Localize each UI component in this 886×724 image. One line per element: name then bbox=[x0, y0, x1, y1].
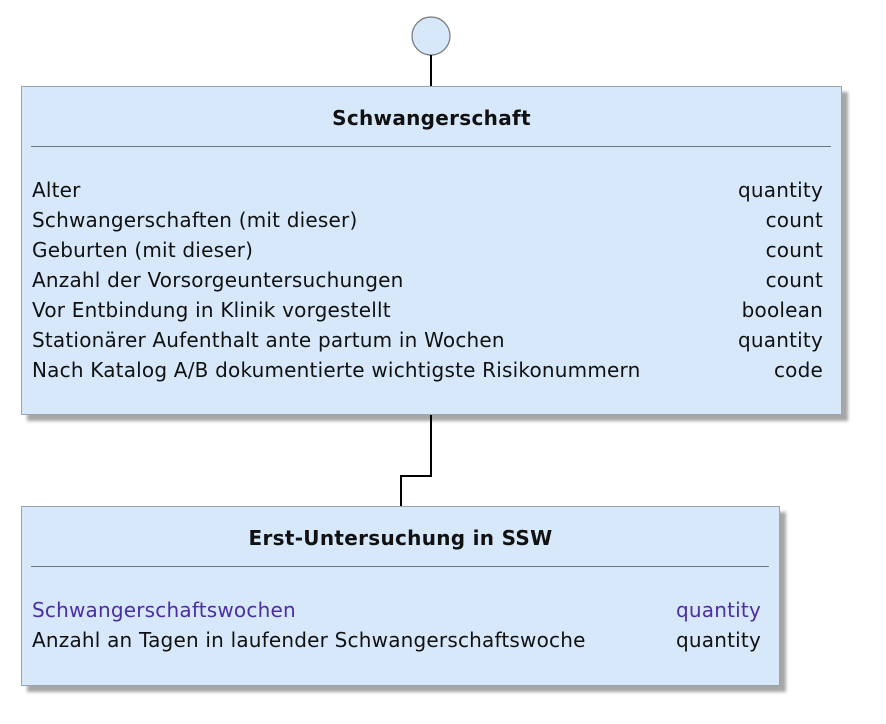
attribute-type: code bbox=[773, 358, 823, 382]
attribute-name: Nach Katalog A/B dokumentierte wichtigst… bbox=[32, 358, 641, 382]
attribute-row[interactable]: Schwangerschaften (mit dieser) count bbox=[32, 205, 823, 235]
attribute-type: quantity bbox=[738, 328, 823, 352]
class-title: Erst-Untersuchung in SSW bbox=[248, 526, 553, 550]
attribute-row[interactable]: Stationärer Aufenthalt ante partum in Wo… bbox=[32, 325, 823, 355]
attribute-type: boolean bbox=[741, 298, 823, 322]
root-node-circle[interactable] bbox=[411, 16, 451, 56]
attribute-name: Schwangerschaftswochen bbox=[32, 598, 296, 622]
attribute-type: count bbox=[765, 238, 823, 262]
attribute-type: count bbox=[765, 268, 823, 292]
attribute-row[interactable]: Alter quantity bbox=[32, 175, 823, 205]
attribute-type: count bbox=[765, 208, 823, 232]
class-title: Schwangerschaft bbox=[332, 106, 531, 130]
attribute-name: Anzahl der Vorsorgeuntersuchungen bbox=[32, 268, 404, 292]
attribute-type: quantity bbox=[676, 628, 761, 652]
class-box-erst-untersuchung[interactable]: Erst-Untersuchung in SSW Schwangerschaft… bbox=[21, 506, 780, 686]
attribute-row[interactable]: Anzahl der Vorsorgeuntersuchungen count bbox=[32, 265, 823, 295]
attribute-row[interactable]: Vor Entbindung in Klinik vorgestellt bool… bbox=[32, 295, 823, 325]
attribute-row-highlighted[interactable]: Schwangerschaftswochen quantity bbox=[32, 595, 761, 625]
attribute-row[interactable]: Anzahl an Tagen in laufender Schwangersc… bbox=[32, 625, 761, 655]
title-divider bbox=[31, 566, 769, 567]
title-divider bbox=[31, 146, 831, 147]
attribute-list: Alter quantity Schwangerschaften (mit die… bbox=[32, 175, 823, 385]
attribute-type: quantity bbox=[676, 598, 761, 622]
attribute-name: Geburten (mit dieser) bbox=[32, 238, 254, 262]
attribute-list: Schwangerschaftswochen quantity Anzahl an… bbox=[32, 595, 761, 655]
attribute-row[interactable]: Nach Katalog A/B dokumentierte wichtigst… bbox=[32, 355, 823, 385]
attribute-name: Anzahl an Tagen in laufender Schwangersc… bbox=[32, 628, 586, 652]
attribute-name: Vor Entbindung in Klinik vorgestellt bbox=[32, 298, 391, 322]
attribute-row[interactable]: Geburten (mit dieser) count bbox=[32, 235, 823, 265]
attribute-name: Schwangerschaften (mit dieser) bbox=[32, 208, 358, 232]
parent-child-connector bbox=[400, 415, 432, 506]
class-box-schwangerschaft[interactable]: Schwangerschaft Alter quantity Schwangers… bbox=[21, 86, 842, 415]
attribute-name: Alter bbox=[32, 178, 81, 202]
attribute-name: Stationärer Aufenthalt ante partum in Wo… bbox=[32, 328, 505, 352]
attribute-type: quantity bbox=[738, 178, 823, 202]
